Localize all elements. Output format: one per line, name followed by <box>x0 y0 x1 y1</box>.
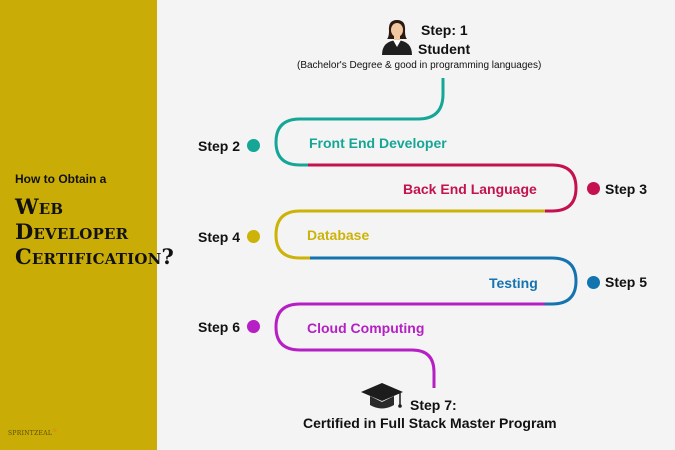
path-segment-4 <box>310 256 578 306</box>
brand-logo: SPRINTZEAL® <box>8 428 58 437</box>
path-segment-5 <box>274 302 545 388</box>
headline: Web Developer Certification? <box>15 194 174 269</box>
step-5-dot <box>587 276 600 289</box>
step-1-desc: (Bachelor's Degree & good in programming… <box>297 60 542 71</box>
step-3-label: Step 3 <box>605 181 648 197</box>
step-2-topic: Front End Developer <box>309 135 447 151</box>
step-1-label: Step: 1 <box>421 22 468 38</box>
step-4-topic: Database <box>307 227 370 243</box>
step-2-label: Step 2 <box>198 138 241 154</box>
step-3-topic: Back End Language <box>403 181 537 197</box>
step-4-dot <box>247 230 260 243</box>
path-segment-2 <box>308 163 578 213</box>
step-3-dot <box>587 182 600 195</box>
headline-line-2: Certification? <box>15 244 175 269</box>
step-5-topic: Testing <box>489 275 538 291</box>
left-panel: How to Obtain a Web Developer Certificat… <box>0 0 174 450</box>
path-segment-3 <box>274 209 545 260</box>
step-6-topic: Cloud Computing <box>307 320 425 336</box>
step-7-label: Step 7: <box>410 397 457 413</box>
headline-line-1: Web Developer <box>15 194 129 244</box>
step-7-title: Certified in Full Stack Master Program <box>303 415 557 431</box>
step-2-dot <box>247 139 260 152</box>
step-5-label: Step 5 <box>605 274 648 290</box>
graduation-cap-icon <box>360 381 404 420</box>
intro-text: How to Obtain a <box>15 172 107 186</box>
step-1-title: Student <box>418 41 471 57</box>
step-6-label: Step 6 <box>198 319 241 335</box>
student-avatar-icon <box>378 17 416 60</box>
step-4-label: Step 4 <box>198 229 241 245</box>
path-segment-1 <box>274 78 445 167</box>
step-6-dot <box>247 320 260 333</box>
